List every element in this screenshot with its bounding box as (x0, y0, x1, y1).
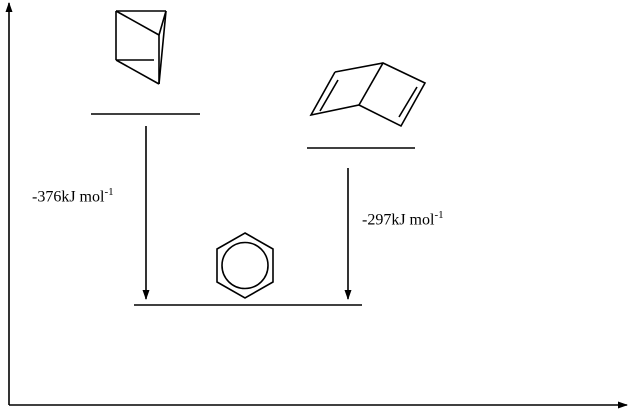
axes (5, 2, 628, 409)
dewar-benzene-structure (309, 62, 427, 128)
prismane-structure (115, 10, 167, 85)
prismane-enthalpy-label: -376kJ mol-1 (32, 186, 114, 206)
benzene-structure (216, 232, 274, 299)
dewar-enthalpy-label: -297kJ mol-1 (362, 209, 444, 229)
